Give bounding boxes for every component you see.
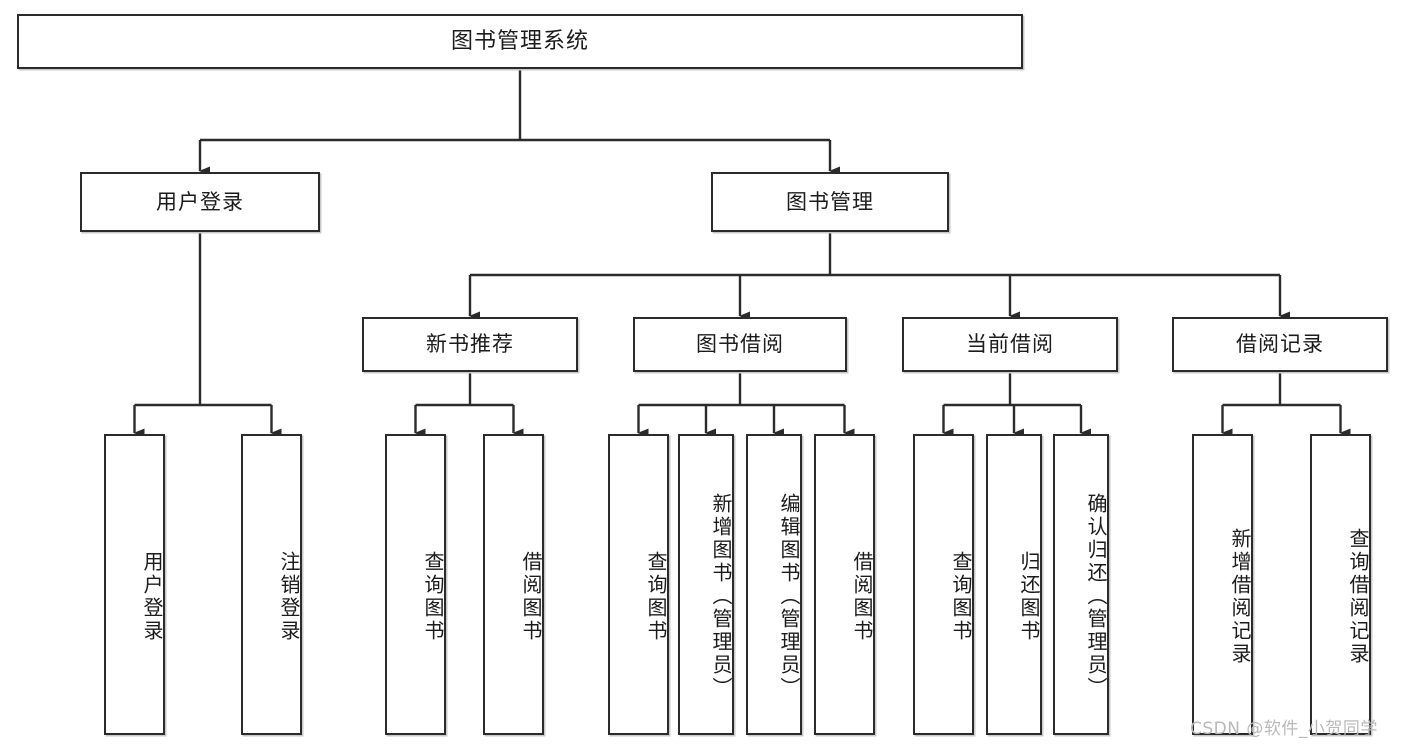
node-label: 查询图书: [421, 550, 445, 643]
node-current-borrow[interactable]: 当前借阅: [902, 317, 1118, 372]
node-leaf-add-book[interactable]: 新增图书（管理员）: [678, 434, 734, 735]
node-label: 归还图书: [1017, 550, 1041, 643]
node-leaf-user-logout[interactable]: 注销登录: [241, 434, 302, 735]
csdn-watermark: CSDN @软件_小贺同学: [1190, 719, 1378, 739]
node-leaf-confirm-return[interactable]: 确认归还（管理员）: [1053, 434, 1109, 735]
node-book-manage[interactable]: 图书管理: [711, 172, 949, 232]
node-label: 查询图书: [644, 550, 668, 643]
node-label: 新增图书（管理员）: [709, 493, 733, 700]
node-label: 查询借阅记录: [1346, 527, 1370, 666]
edges-group: [133, 69, 1351, 438]
node-label: 图书管理系统: [450, 28, 589, 54]
node-leaf-user-login[interactable]: 用户登录: [104, 434, 165, 735]
node-label: 新书推荐: [426, 332, 514, 357]
node-book-borrow[interactable]: 图书借阅: [633, 317, 847, 372]
node-label: 确认归还（管理员）: [1084, 493, 1108, 700]
node-leaf-query-book-2[interactable]: 查询图书: [608, 434, 669, 735]
node-label: 新增借阅记录: [1228, 527, 1252, 666]
node-label: 当前借阅: [966, 332, 1054, 357]
node-label: 借阅图书: [519, 550, 543, 643]
node-leaf-edit-book[interactable]: 编辑图书（管理员）: [746, 434, 802, 735]
node-label: 借阅图书: [850, 550, 874, 643]
node-leaf-query-book-1[interactable]: 查询图书: [385, 434, 446, 735]
node-leaf-query-record[interactable]: 查询借阅记录: [1310, 434, 1371, 735]
node-borrow-record[interactable]: 借阅记录: [1172, 317, 1388, 372]
node-leaf-borrow-book-1[interactable]: 借阅图书: [483, 434, 544, 735]
node-label: 图书管理: [786, 189, 874, 214]
node-root[interactable]: 图书管理系统: [17, 14, 1023, 69]
node-label: 编辑图书（管理员）: [777, 493, 801, 700]
node-label: 查询图书: [949, 550, 973, 643]
node-leaf-query-book-3[interactable]: 查询图书: [913, 434, 974, 735]
node-label: 用户登录: [140, 550, 164, 643]
node-leaf-borrow-book-2[interactable]: 借阅图书: [814, 434, 875, 735]
node-label: 用户登录: [156, 189, 244, 214]
node-new-book-rec[interactable]: 新书推荐: [362, 317, 578, 372]
node-label: 注销登录: [277, 550, 301, 643]
node-label: 借阅记录: [1236, 332, 1324, 357]
node-leaf-add-record[interactable]: 新增借阅记录: [1192, 434, 1253, 735]
node-leaf-return-book[interactable]: 归还图书: [986, 434, 1042, 735]
node-label: 图书借阅: [696, 332, 784, 357]
node-user-login[interactable]: 用户登录: [80, 172, 320, 232]
